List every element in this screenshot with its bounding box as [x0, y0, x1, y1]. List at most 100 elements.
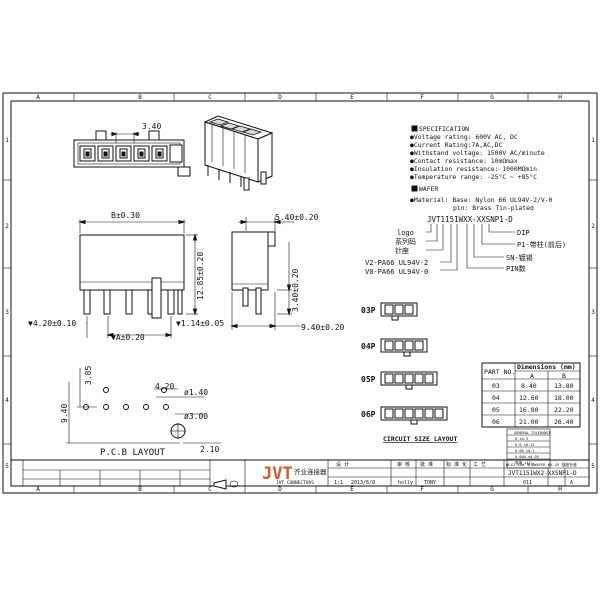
pcb-title: P.C.B LAYOUT [100, 448, 166, 458]
part-code: JVT1151WXX-XXSNP1-D [427, 215, 513, 224]
grid-col-label: F [420, 486, 424, 493]
grid-row-label: 2 [591, 223, 595, 230]
part-code-leaders [426, 224, 515, 271]
code-label: V0-PA66 UL94V-0 [365, 268, 428, 276]
tolerance-line: 0.0 ±0.15 [515, 443, 534, 447]
code-label: 系列码 [395, 237, 416, 246]
circuit-title: CIRCUIT SIZE LAYOUT [383, 435, 457, 443]
grid-col-label: D [278, 94, 282, 101]
tolerance-line: 0.00 ±0.1 [515, 449, 534, 453]
title-block [10, 459, 590, 490]
grid-col-label: E [350, 94, 354, 101]
company-name-cn: 齐业连接器 [294, 467, 327, 476]
grid-row-label: 5 [591, 463, 595, 470]
code-label: 针座 [395, 246, 409, 255]
table-header: PART NO. [484, 368, 515, 376]
dim-height: 12.85±0.20 [196, 252, 205, 300]
table-cell: 12.60 [519, 394, 539, 402]
table-cell: 21.00 [519, 418, 539, 426]
grid-row-label: 1 [5, 137, 9, 144]
grid-col-label: C [208, 94, 212, 101]
circuit-variant: 04P [361, 342, 376, 351]
circuit-variant: 06P [361, 410, 376, 419]
material-line: ●Material: Base: Nylon 66 UL94V-2/V-0 [410, 196, 553, 204]
table-cell: 04 [492, 394, 500, 402]
pcb-hole-big: ø3.00 [184, 412, 208, 421]
table-cell: 26.40 [554, 418, 574, 426]
spec-title: SPECIFICATION [419, 125, 469, 133]
title-head: 工 艺 [473, 462, 486, 468]
dim-bottom-left: ▼4.20±0.10 [28, 319, 76, 328]
grid-row-label: 1 [591, 137, 595, 144]
approver-name: TONY [424, 480, 436, 486]
front-view [78, 219, 198, 338]
table-cell: 16.80 [519, 406, 539, 414]
doc-id: 011 [523, 480, 532, 486]
pcb-dim: 4.20 [155, 382, 174, 391]
pcb-dim: 2.10 [200, 445, 219, 454]
dim-bottom-right: ▼1.14±0.05 [176, 319, 224, 328]
grid-col-label: A [36, 486, 40, 493]
grid-col-label: B [138, 486, 142, 493]
title-head: 标 准 化 [446, 461, 467, 468]
table-cell: 03 [492, 382, 500, 390]
code-label: logo [397, 229, 414, 237]
grid-col-label: E [350, 486, 354, 493]
spec-line: ●Withstand voltage: 1500V AC/minute [410, 149, 545, 157]
grid-row-label: 4 [591, 397, 595, 404]
model-text: WLX1.15m 单排WAFER WX-4V 插座针座 [506, 462, 577, 467]
title-head: 批 准 [420, 461, 433, 468]
material-line: pin: Brass Tin-plated [453, 204, 534, 212]
table-cell: 13.80 [554, 382, 574, 390]
side-view [230, 217, 300, 330]
grid-col-label: F [420, 94, 424, 101]
title-head: 审 核 [397, 461, 410, 468]
dim-side-depth: 9.40±0.20 [301, 323, 345, 332]
grid-row-label: 2 [5, 223, 9, 230]
grid-col-label: H [558, 94, 562, 101]
tolerance-line: 0.000 ±0.05 [515, 455, 539, 459]
title-head: 设 计 [336, 461, 349, 468]
grid-col-label: H [558, 486, 562, 493]
table-cell: 18.00 [554, 394, 574, 402]
company-logo: JVT [262, 464, 293, 484]
spec-line: ●Insulation resistance: 1000MΩmin [410, 165, 537, 173]
grid-row-label: 5 [5, 463, 9, 470]
pcb-dim: 9.40 [60, 404, 69, 423]
designer-name: holly [398, 480, 413, 486]
spec-line: ●Voltage rating: 600V AC, DC [410, 133, 518, 141]
dim-b: B±0.30 [111, 211, 140, 220]
company-name-en: JVT CONNECTORS [276, 480, 314, 486]
grid-col-label: B [138, 94, 142, 101]
pcb-hole-small: ø1.40 [184, 388, 208, 397]
dim-bottom-a: ▼A±0.20 [111, 333, 145, 342]
table-header: Dimensions (mm) [517, 363, 576, 371]
wafer-title: WAFER [419, 185, 438, 193]
table-cell: 22.20 [554, 406, 574, 414]
circuit-layouts [380, 302, 448, 425]
tolerance-line: 角度 ±1° [515, 460, 531, 465]
scale-value: 1:1 [334, 480, 343, 486]
pcb-layout [66, 368, 221, 444]
table-cell: 8.40 [521, 382, 537, 390]
code-label: V2-PA66 UL94V-2 [365, 259, 428, 267]
circuit-variant: 05P [361, 375, 376, 384]
table-cell: 06 [492, 418, 500, 426]
circuit-variant: 03P [361, 306, 376, 315]
dim-side-pin: 3.40±0.20 [291, 268, 300, 312]
grid-col-label: C [208, 486, 212, 493]
grid-col-label: A [36, 94, 40, 101]
grid-col-label: D [278, 486, 282, 493]
tolerance-title: GENERAL TOLERANCE [514, 431, 551, 435]
spec-line: ●Temperature range: -25°C ~ +85°C [410, 173, 537, 181]
tolerance-box [506, 428, 551, 469]
spec-line: ●Current Rating:7A,AC,DC [410, 141, 502, 149]
table-cell: 05 [492, 406, 500, 414]
grid-col-label: G [490, 94, 494, 101]
top-view [73, 130, 191, 177]
spec-line: ●Contact resistance: 10mΩmax [410, 157, 518, 165]
specification-block [411, 125, 418, 192]
tolerance-line: 0 ±0.3 [515, 437, 528, 441]
revision: A [570, 480, 573, 486]
